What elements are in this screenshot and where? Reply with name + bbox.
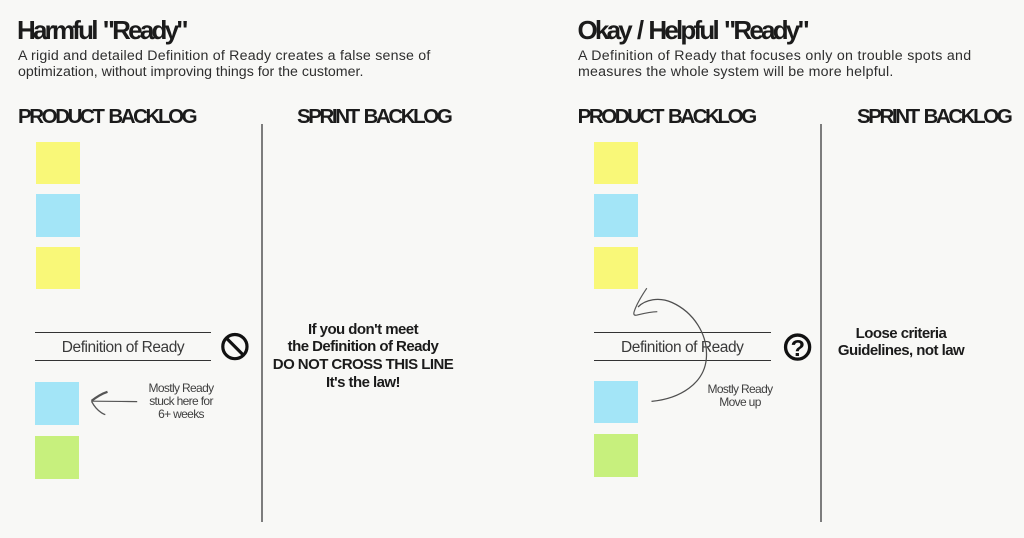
svg-text:?: ? <box>791 335 805 361</box>
